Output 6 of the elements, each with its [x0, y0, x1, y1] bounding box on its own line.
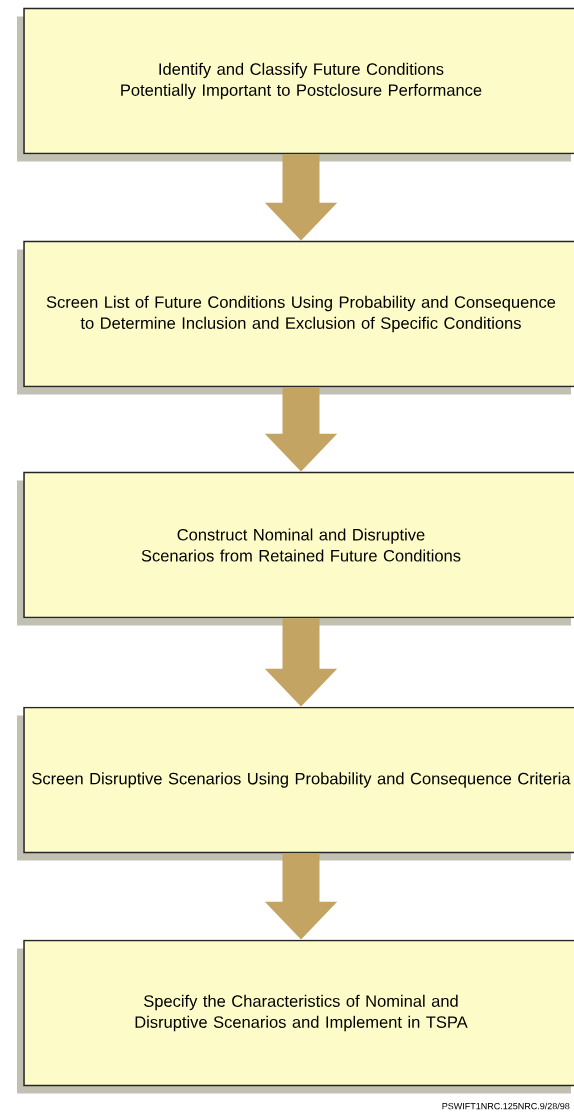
process-box: Construct Nominal and Disruptive Scenarios from Retained Future Conditions — [17, 471, 574, 626]
process-box: Screen List of Future Conditions Using Probability and Consequence to Determine Inclusion and Exclusion of Specific Conditions — [17, 240, 574, 395]
process-box: Screen Disruptive Scenarios Using Probability and Consequence Criteria — [17, 706, 574, 861]
process-box: Specify the Characteristics of Nominal and Disruptive Scenarios and Implement in TSPA — [17, 939, 574, 1094]
figure-id: PSWIFT1NRC.125NRC.9/28/98 — [442, 1102, 570, 1110]
process-box: Identify and Classify Future Conditions Potentially Important to Postclosure Performance — [17, 7, 574, 162]
